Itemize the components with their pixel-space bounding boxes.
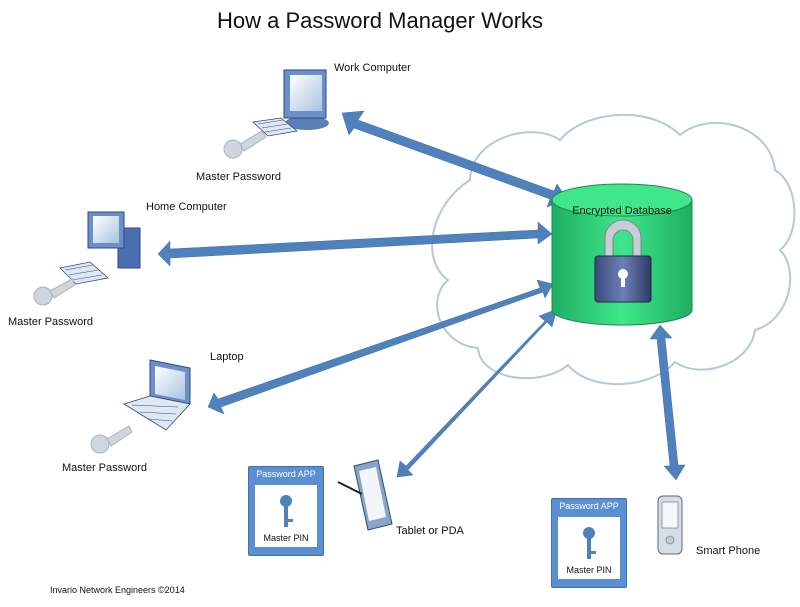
laptop-master-password-label: Master Password [62,462,147,474]
app-card-header: Password APP [559,501,619,511]
work-computer-label: Work Computer [334,62,411,74]
work-computer-icon [252,69,329,137]
tablet-icon [337,459,393,531]
arrow-phone [649,324,686,481]
work-master-password-label: Master Password [196,171,281,183]
tablet-label: Tablet or PDA [396,525,464,537]
diagram-title: How a Password Manager Works [216,8,544,33]
key-icon [33,278,76,306]
database-label: Encrypted Database [572,205,672,217]
phone-label: Smart Phone [696,545,761,557]
arrows [157,110,686,481]
key-icon [583,527,596,559]
app-card-body: Master PIN [255,485,317,547]
key-icon [223,130,267,159]
app-card-body: Master PIN [558,517,620,579]
home-computer-label: Home Computer [146,201,227,213]
phone-icon [657,495,683,555]
footer-credit: Invario Network Engineers ©2014 [50,585,185,595]
home-computer-icon [59,211,141,285]
padlock-icon [594,219,652,303]
phone-password-app-card: Password APP Master PIN [551,498,627,588]
laptop-label: Laptop [210,351,244,363]
app-card-header: Password APP [256,469,316,479]
key-icon [280,495,293,527]
app-card-credential: Master PIN [566,565,612,575]
laptop-icon [123,359,191,431]
app-card-credential: Master PIN [263,533,309,543]
tablet-password-app-card: Password APP Master PIN [248,466,324,556]
home-master-password-label: Master Password [8,316,93,328]
key-icon [90,425,133,454]
